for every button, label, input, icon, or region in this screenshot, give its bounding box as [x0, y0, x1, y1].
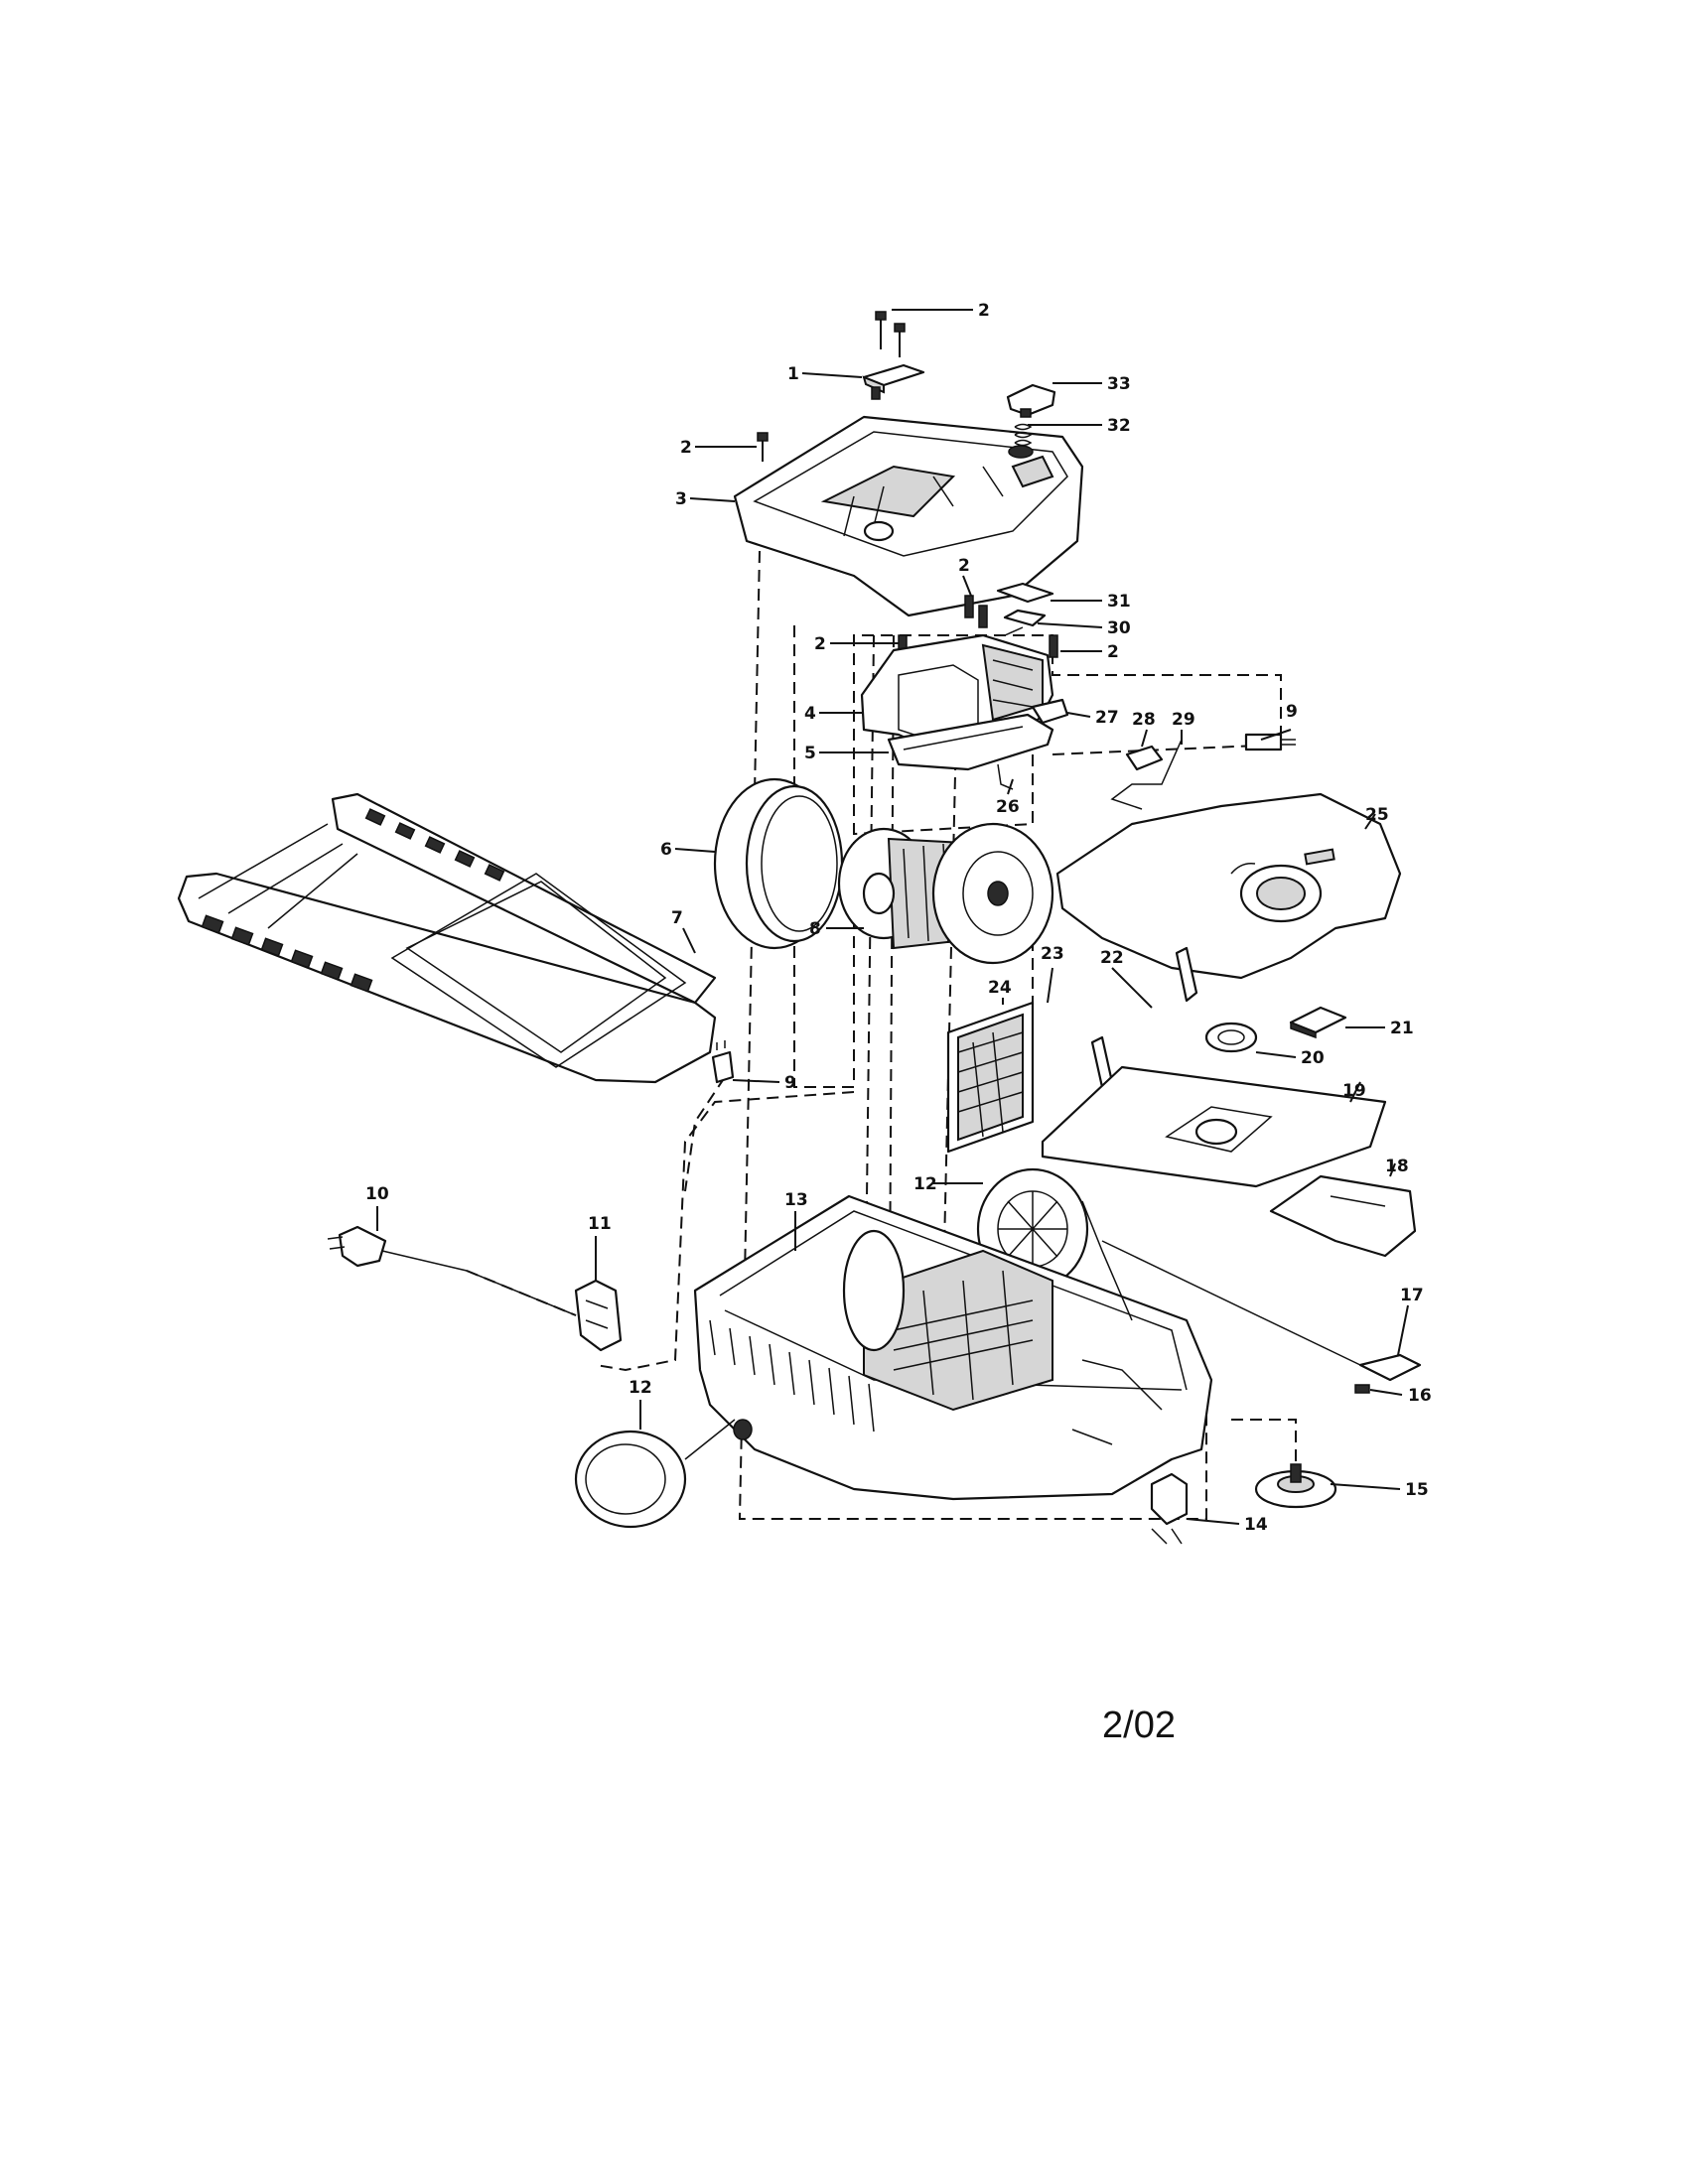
part-29-wire: [1110, 739, 1183, 810]
callout-2-left: 2: [680, 438, 692, 458]
callout-17: 17: [1400, 1286, 1424, 1305]
part-22-clips: [1090, 946, 1198, 1089]
part-21-latch: [1289, 1006, 1347, 1039]
callout-12-inner: 12: [913, 1174, 937, 1194]
callout-20: 20: [1301, 1048, 1325, 1068]
callout-28: 28: [1132, 710, 1156, 730]
callout-13: 13: [784, 1190, 808, 1210]
part-28-clip: [1125, 745, 1164, 771]
frame-vents: [201, 808, 505, 993]
part-26-wire: [997, 763, 1014, 790]
callout-21: 21: [1390, 1019, 1414, 1038]
part-9-connector-left: [711, 1040, 735, 1084]
part-17-latch: [1101, 1240, 1422, 1382]
callout-7: 7: [671, 908, 683, 928]
callout-2-midright: 2: [1107, 642, 1119, 662]
callout-12-outer: 12: [629, 1378, 652, 1398]
callout-14: 14: [1244, 1515, 1268, 1535]
callout-11: 11: [588, 1214, 612, 1234]
leader-lines: [376, 309, 1409, 1525]
part-9-connector-right: [1244, 733, 1296, 751]
part-13-base: [693, 1194, 1213, 1501]
callout-31: 31: [1107, 592, 1131, 612]
part-11-strain-relief: [574, 1279, 623, 1352]
top-housing: [733, 415, 1084, 617]
part-5-gasket: [887, 713, 1054, 771]
callout-26: 26: [996, 797, 1020, 817]
callout-15: 15: [1405, 1480, 1429, 1500]
callout-16: 16: [1408, 1386, 1432, 1406]
callout-33: 33: [1107, 374, 1131, 394]
callout-2-top: 2: [978, 301, 990, 321]
callout-6: 6: [660, 840, 672, 860]
callout-24: 24: [988, 978, 1012, 998]
base-ribs: [709, 1319, 875, 1433]
screws-middle: [898, 595, 1058, 658]
callout-9-right: 9: [1286, 702, 1298, 722]
part-12-wheel-outer: [574, 1419, 736, 1529]
callout-29: 29: [1172, 710, 1195, 730]
callout-2-mid: 2: [958, 556, 970, 576]
part-18-holder: [1269, 1174, 1417, 1258]
part-16-screw: [1354, 1384, 1370, 1394]
part-25-bag-cover: [1055, 792, 1402, 980]
part-19-bag: [1041, 1065, 1387, 1188]
screws-top: [757, 311, 906, 462]
part-24-filter: [946, 1001, 1035, 1154]
part-1-pad: [862, 363, 925, 400]
callout-30: 30: [1107, 618, 1131, 638]
callout-27: 27: [1095, 708, 1119, 728]
callout-labels: 2 1 33 32 2 3 2 31 30 2 2 9 4 28 29 27 5…: [365, 301, 1432, 1535]
part-30-latch: [1003, 609, 1047, 636]
callout-10: 10: [365, 1184, 389, 1204]
callout-5: 5: [804, 744, 816, 763]
part-31-clip: [996, 582, 1054, 604]
callout-2-midleft: 2: [814, 634, 826, 654]
part-32-spring: [1008, 423, 1034, 459]
callout-25: 25: [1365, 805, 1389, 825]
part-27-bracket: [1031, 698, 1069, 725]
callout-32: 32: [1107, 416, 1131, 436]
callout-23: 23: [1041, 944, 1064, 964]
revision-date: 2/02: [1102, 1705, 1176, 1746]
part-20-seal: [1204, 1022, 1258, 1053]
callout-4: 4: [804, 704, 816, 724]
callout-1: 1: [787, 364, 799, 384]
part-14-clip: [1150, 1472, 1189, 1545]
callout-8: 8: [809, 919, 821, 939]
part-33-button: [1006, 383, 1056, 418]
callout-19: 19: [1342, 1081, 1366, 1101]
callout-9-left: 9: [784, 1073, 796, 1093]
part-6-ring: [713, 777, 844, 950]
part-7-frame: [177, 792, 717, 1084]
part-15-caster: [1254, 1463, 1337, 1509]
part-8-motor: [837, 822, 1054, 965]
callout-3: 3: [675, 489, 687, 509]
callout-22: 22: [1100, 948, 1124, 968]
part-10-plug-cord: [327, 1225, 577, 1316]
callout-18: 18: [1385, 1157, 1409, 1176]
